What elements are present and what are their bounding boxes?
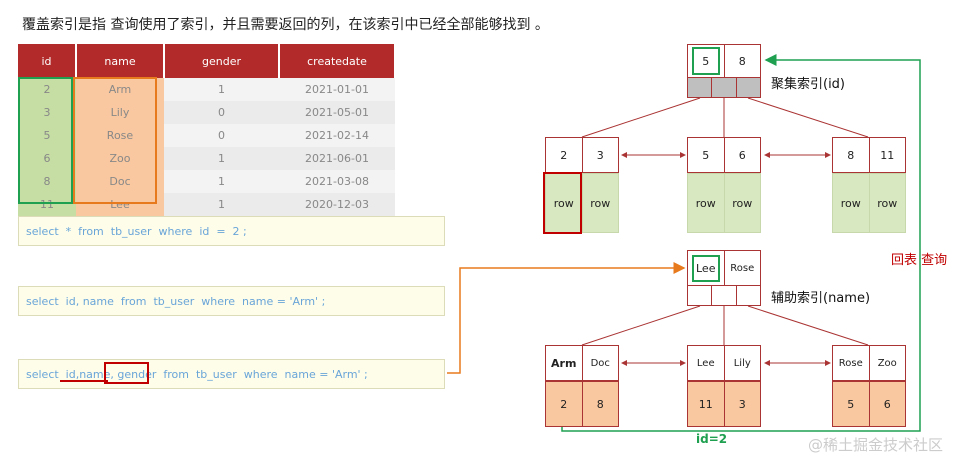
table-row: 11 Lee 1 2020-12-03 [18,193,395,216]
clustered-root-key: 5 [688,45,725,77]
row-cell: row [723,173,761,233]
secondary-root-key: Rose [730,262,755,274]
clustered-root-key: 8 [738,54,746,68]
id-eq-label: id=2 [696,432,728,446]
cell-createdate: 2021-02-14 [279,124,395,147]
header-gender: gender [164,44,280,78]
leaf-key: 3 [596,148,604,162]
header-id: id [18,44,77,78]
id-cell: 8 [581,381,619,427]
id-cell: 2 [545,381,583,427]
clustered-index-label: 聚集索引(id) [771,77,846,92]
cell-id: 3 [18,101,76,124]
clustered-leaf-node: 5 6 [687,137,761,173]
cell-id: 6 [18,147,76,170]
id-cell: 5 [832,381,870,427]
cell-createdate: 2021-06-01 [279,147,395,170]
cell-id: 11 [18,193,76,216]
cell-createdate: 2021-03-08 [279,170,395,193]
clustered-leaf-node: 8 11 [832,137,906,173]
cell-name: Zoo [76,147,164,170]
leaf-key: 11 [880,148,895,162]
leaf-key: Doc [590,357,610,369]
cell-name: Lee [76,193,164,216]
leaf-key: Zoo [877,357,897,369]
cell-id: 5 [18,124,76,147]
secondary-key-highlight [692,255,720,282]
cell-id: 8 [18,170,76,193]
id-cell: 3 [723,381,761,427]
sql-query-2: select id, name from tb_user where name … [18,286,445,316]
underline-red [60,380,108,382]
row-cell: row [832,173,870,233]
cell-gender: 0 [164,101,279,124]
row-cell: row [687,173,725,233]
leaf-key: 5 [688,138,725,172]
watermark: @稀土掘金技术社区 [808,436,944,454]
cell-createdate: 2020-12-03 [279,193,395,216]
cell-name: Doc [76,170,164,193]
cell-name: Arm [76,78,164,101]
cell-gender: 1 [164,78,279,101]
leaf-key: Lee [688,346,725,380]
leaf-key: 2 [546,138,583,172]
cell-createdate: 2021-01-01 [279,78,395,101]
header-name: name [76,44,165,78]
cell-name: Rose [76,124,164,147]
cell-gender: 1 [164,170,279,193]
cell-gender: 1 [164,147,279,170]
table-row: 3 Lily 0 2021-05-01 [18,101,395,124]
secondary-leaf-node: Lee Lily [687,345,761,381]
root-key-highlight [692,47,720,75]
cell-gender: 1 [164,193,279,216]
table-row: 8 Doc 1 2021-03-08 [18,170,395,193]
sql-query-1: select * from tb_user where id = 2 ; [18,216,445,246]
id-cell: 6 [868,381,906,427]
row-cell: row [868,173,906,233]
row-data-block: row row [545,173,619,233]
row-cell: row [581,173,619,233]
secondary-index-label: 辅助索引(name) [771,291,871,306]
secondary-root-pointers [687,286,761,306]
page-title: 覆盖索引是指 查询使用了索引，并且需要返回的列，在该索引中已经全部能够找到 。 [22,17,549,33]
clustered-leaf-node: 2 3 [545,137,619,173]
cell-createdate: 2021-05-01 [279,101,395,124]
tb-user-table: id name gender createdate 2 Arm 1 2021-0… [18,44,396,216]
leaf-key: 8 [833,138,870,172]
id-data-block: 11 3 [687,381,761,427]
cell-gender: 0 [164,124,279,147]
id-cell: 11 [687,381,725,427]
table-row: 5 Rose 0 2021-02-14 [18,124,395,147]
back-lookup-label: 回表 查询 [891,253,948,268]
leaf-key: Rose [833,346,870,380]
cell-id: 2 [18,78,76,101]
clustered-root-pointers [687,78,761,98]
cell-name: Lily [76,101,164,124]
row-data-block: row row [687,173,761,233]
secondary-leaf-node: Arm Doc [545,345,619,381]
row-highlight [543,172,582,234]
table-row: 2 Arm 1 2021-01-01 [18,78,395,101]
secondary-root-key: Lee [688,251,725,285]
leaf-key: Lily [733,357,751,369]
clustered-root-node: 5 8 [687,44,761,78]
gender-highlight [104,362,149,384]
row-cell: row [545,173,583,233]
header-createdate: createdate [279,44,396,78]
table-row: 6 Zoo 1 2021-06-01 [18,147,395,170]
sql-query-3: select id,name, gender from tb_user wher… [18,359,445,389]
secondary-leaf-node: Rose Zoo [832,345,906,381]
row-data-block: row row [832,173,906,233]
id-data-block: 5 6 [832,381,906,427]
leaf-key: Arm [546,346,583,380]
id-data-block: 2 8 [545,381,619,427]
id-column-highlight [18,77,73,204]
leaf-key: 6 [738,148,746,162]
name-column-highlight [73,77,157,204]
